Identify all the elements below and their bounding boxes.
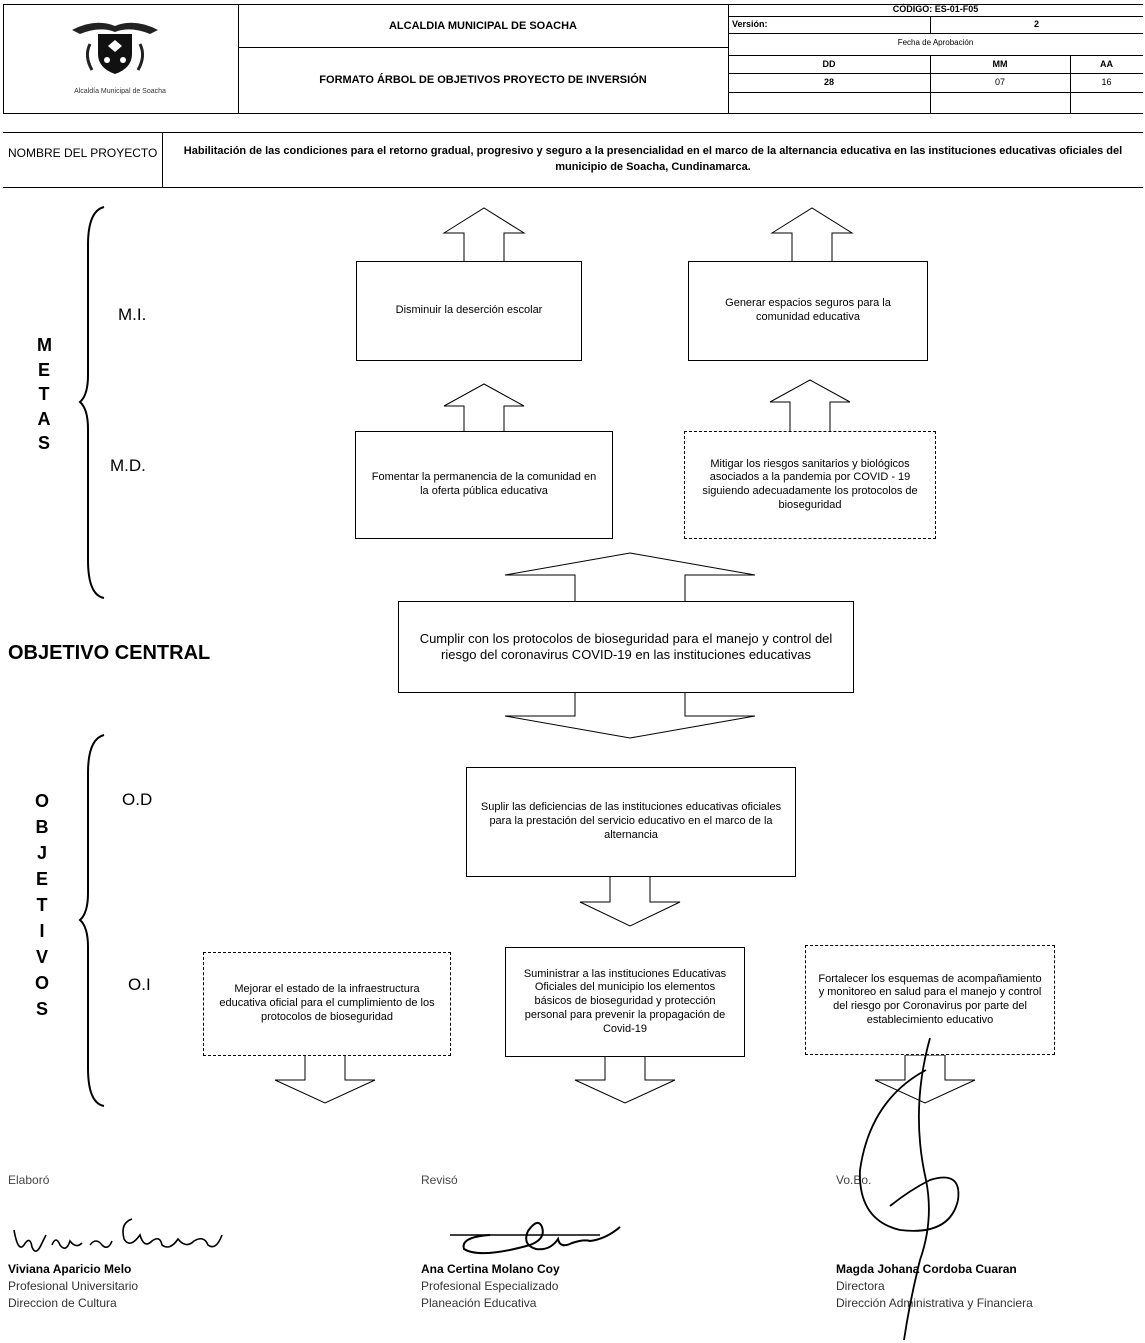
elaboro-signature [13, 1218, 223, 1252]
od-box: Suplir las deficiencias de las instituci… [466, 767, 796, 877]
vobo-role: Directora [836, 1279, 885, 1293]
central-objective-label: OBJETIVO CENTRAL [8, 642, 211, 664]
arrow-up-mi-1 [442, 207, 526, 264]
mi-box-2: Generar espacios seguros para la comunid… [688, 261, 928, 361]
elaboro-label: Elaboró [8, 1173, 50, 1187]
reviso-name: Ana Certina Molano Coy [421, 1262, 560, 1276]
version-label: Versión: [732, 19, 768, 29]
oi-label: O.I [128, 975, 151, 994]
day-value: 28 [823, 77, 834, 87]
objetivos-text: OBJETIVOS [35, 791, 50, 1019]
mi-box-2-text: Generar espacios seguros para la comunid… [725, 297, 891, 323]
metas-label: METAS [34, 333, 54, 456]
version-value: 2 [1033, 19, 1039, 29]
elaboro-name: Viviana Aparicio Melo [8, 1262, 132, 1276]
md-box-1: Fomentar la permanencia de la comunidad … [355, 431, 613, 539]
project-name-value: Habilitación de las condiciones para el … [183, 145, 1123, 173]
reviso-role: Profesional Especializado [421, 1279, 559, 1293]
reviso-label: Revisó [421, 1173, 458, 1187]
oi-box-1-text: Mejorar el estado de la infraestructura … [219, 983, 435, 1023]
od-box-text: Suplir las deficiencias de las instituci… [480, 801, 782, 841]
arrow-up-mi-2 [770, 207, 854, 264]
month-value: 07 [994, 77, 1005, 87]
month-label: MM [992, 59, 1008, 69]
arrow-up-md-2 [769, 379, 851, 433]
form-code: CÓDIGO: ES-01-F05 [892, 4, 979, 14]
mi-label: M.I. [118, 305, 147, 324]
vobo-dependency: Dirección Administrativa y Financiera [836, 1296, 1033, 1310]
objetivos-brace [78, 734, 105, 1107]
metas-text: METAS [37, 335, 52, 453]
oi-box-1: Mejorar el estado de la infraestructura … [203, 952, 451, 1056]
arrow-down-oi-2 [574, 1054, 676, 1104]
logo-caption: Alcaldía Municipal de Soacha [74, 88, 166, 95]
oi-box-2: Suministrar a las instituciones Educativ… [505, 947, 745, 1057]
oi-box-3-text: Fortalecer los esquemas de acompañamient… [818, 972, 1042, 1026]
reviso-signature [450, 1221, 621, 1255]
municipal-seal-logo [60, 16, 170, 86]
central-box: Cumplir con los protocolos de biosegurid… [398, 601, 854, 693]
year-value: 16 [1101, 77, 1112, 87]
mi-box-1-text: Disminuir la deserción escolar [395, 304, 543, 317]
md-box-2: Mitigar los riesgos sanitarios y biológi… [684, 431, 936, 539]
reviso-dependency: Planeación Educativa [421, 1296, 537, 1310]
vobo-signature [859, 1037, 960, 1341]
project-name-label: NOMBRE DEL PROYECTO [8, 146, 158, 160]
vobo-label: Vo.Bo. [836, 1173, 872, 1187]
arrow-down-od [579, 875, 681, 927]
mi-box-1: Disminuir la deserción escolar [356, 261, 582, 361]
institution-name: ALCALDIA MUNICIPAL DE SOACHA [388, 20, 577, 32]
elaboro-dependency: Direccion de Cultura [8, 1296, 117, 1310]
oi-box-3: Fortalecer los esquemas de acompañamient… [805, 945, 1055, 1055]
od-label: O.D [122, 790, 153, 809]
arrow-up-md-1 [443, 383, 525, 433]
arrow-up-central [504, 552, 756, 604]
year-label: AA [1100, 59, 1113, 69]
vobo-name: Magda Johana Cordoba Cuaran [836, 1262, 1017, 1276]
arrow-down-central [504, 689, 756, 739]
central-box-text: Cumplir con los protocolos de biosegurid… [419, 630, 833, 662]
approval-date-label: Fecha de Aprobación [897, 38, 974, 47]
elaboro-role: Profesional Universitario [8, 1279, 139, 1293]
oi-box-2-text: Suministrar a las instituciones Educativ… [523, 967, 727, 1035]
md-box-2-text: Mitigar los riesgos sanitarios y biológi… [702, 457, 918, 511]
form-title: FORMATO ÁRBOL DE OBJETIVOS PROYECTO DE I… [319, 74, 647, 86]
objetivos-label: OBJETIVOS [32, 788, 52, 1022]
arrow-down-oi-3 [874, 1054, 976, 1104]
day-label: DD [822, 59, 836, 69]
md-label: M.D. [110, 456, 146, 475]
arrow-down-oi-1 [274, 1054, 376, 1104]
metas-brace [78, 206, 105, 599]
md-box-1-text: Fomentar la permanencia de la comunidad … [371, 471, 597, 497]
